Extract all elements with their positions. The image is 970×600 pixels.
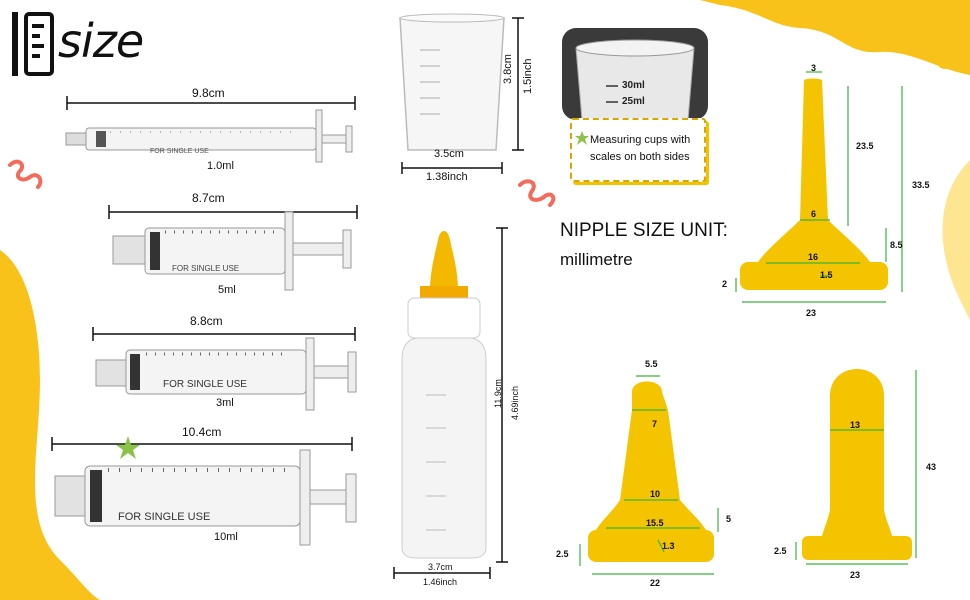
syringe-4-label: FOR SINGLE USE: [118, 511, 211, 523]
long-upper: 23.5: [856, 141, 874, 151]
syringe-1-length: 9.8cm: [192, 86, 225, 100]
nipple-diagrams: [579, 71, 917, 575]
medium-base-height: 5: [726, 514, 732, 524]
cup-closeup-photo: [562, 28, 708, 120]
syringe-1-volume: 1.0ml: [207, 160, 234, 172]
long-base-width: 23: [806, 308, 817, 318]
syringe-illustrations: [51, 96, 358, 546]
long-base-height: 8.5: [890, 240, 903, 250]
syringe-3-volume: 3ml: [216, 397, 234, 409]
bottle-height-cm: 11.9cm: [493, 379, 503, 408]
medium-base-width: 22: [650, 578, 661, 588]
star-icon: [116, 436, 140, 459]
cup-width-cm: 3.5cm: [434, 148, 464, 160]
cup-and-bottle: [393, 13, 524, 579]
medium-head: 7: [652, 419, 658, 429]
syringe-1ml: [65, 96, 356, 163]
yellow-wave-bottom-left: [0, 250, 100, 600]
syringe-5ml: [108, 205, 358, 291]
long-lip: 1.5: [820, 270, 833, 280]
nipple-size-unit: millimetre: [560, 250, 633, 269]
short-body: 13: [850, 420, 861, 430]
medium-flange: 2.5: [556, 549, 569, 559]
star-icon: [575, 131, 589, 145]
medium-tip: 5.5: [645, 359, 658, 369]
medium-base-inner: 15.5: [646, 518, 664, 528]
cup-width-in: 1.38inch: [426, 171, 468, 183]
syringe-4-length: 10.4cm: [182, 425, 222, 439]
syringe-2-volume: 5ml: [218, 284, 236, 296]
bottle-height-in: 4.69inch: [510, 385, 520, 420]
syringe-3-label: FOR SINGLE USE: [163, 379, 247, 390]
feeding-bottle: [393, 227, 508, 579]
page-title: size: [58, 14, 144, 68]
short-base-width: 23: [850, 570, 861, 580]
callout-text: Measuring cups with scales on both sides: [590, 134, 691, 163]
yellow-wave-right: [942, 160, 970, 320]
long-tip: 3: [811, 63, 817, 73]
short-total: 43: [926, 462, 937, 472]
syringe-3-length: 8.8cm: [190, 314, 223, 328]
long-total: 33.5: [912, 180, 930, 190]
long-neck: 6: [811, 209, 817, 219]
nipple-size-heading: NIPPLE SIZE UNIT:: [560, 220, 728, 241]
ruler-icon: [12, 12, 54, 76]
syringe-1-label: FOR SINGLE USE: [150, 148, 209, 155]
bottle-width-in: 1.46inch: [423, 577, 458, 587]
pink-swirl-left: [8, 159, 43, 189]
syringe-2-length: 8.7cm: [192, 191, 225, 205]
long-flange: 2: [722, 279, 728, 289]
pink-swirl-middle: [518, 179, 556, 207]
medium-neck: 10: [650, 489, 661, 499]
callout-box: [570, 118, 706, 182]
bottle-width-cm: 3.7cm: [428, 562, 453, 572]
medium-lip: 1.3: [662, 541, 675, 551]
cup-scale-25: 25ml: [622, 96, 645, 107]
syringe-4-volume: 10ml: [214, 531, 238, 543]
yellow-wave-top-right: [700, 0, 970, 75]
measuring-cup: [399, 13, 524, 174]
long-base-inner: 16: [808, 252, 819, 262]
nipple-medium: [579, 375, 719, 575]
yellow-dot-top-right: [936, 51, 954, 69]
syringe-3ml: [92, 327, 357, 411]
cup-height-in: 1.5inch: [522, 58, 534, 94]
syringe-10ml: [51, 437, 357, 546]
nipple-long: [735, 71, 903, 303]
cup-height-cm: 3.8cm: [502, 54, 514, 84]
cup-scale-30: 30ml: [622, 80, 645, 91]
syringe-2-label: FOR SINGLE USE: [172, 264, 240, 273]
short-flange: 2.5: [774, 546, 787, 556]
nipple-short: [795, 369, 917, 565]
